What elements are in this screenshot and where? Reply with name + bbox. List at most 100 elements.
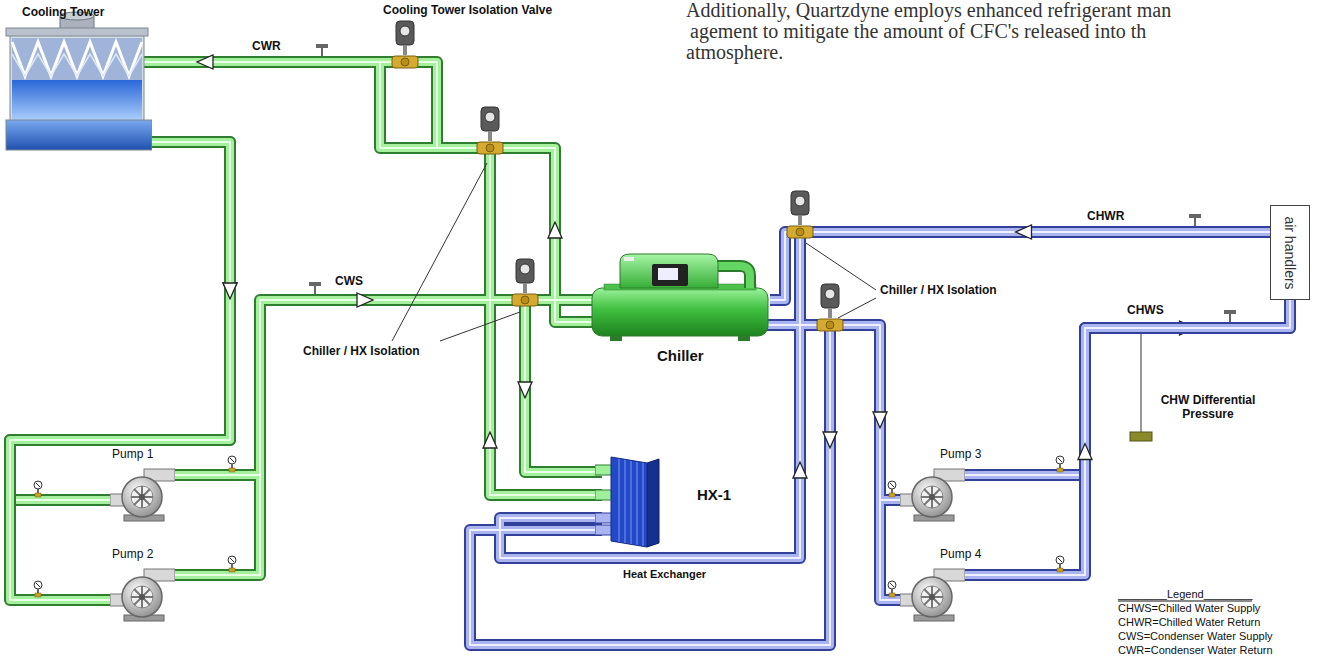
valve-label: Chiller / HX Isolation [880, 284, 997, 298]
air-handlers-box: air handlers [1270, 205, 1310, 300]
pipe-body [965, 300, 1290, 575]
heat-exchanger: HX-1Heat Exchanger [575, 450, 735, 590]
flow-arrows-part [518, 382, 532, 398]
chiller-symbol [592, 254, 768, 341]
hand-valves-part [1056, 556, 1064, 572]
flow-arrows-part [823, 432, 837, 448]
leader-lines-part [440, 312, 520, 341]
flow-arrow [1078, 444, 1092, 460]
pressure-sensor [1130, 432, 1152, 441]
paragraph-line: Additionally, Quartzdyne employs enhance… [686, 0, 1171, 21]
pipe-body [10, 142, 230, 500]
legend-entry: CWS=Condenser Water Supply [1118, 630, 1273, 642]
pump-picture [900, 463, 965, 523]
pipe-label: CWS [335, 275, 363, 289]
temperature-gauges-part [1224, 310, 1236, 322]
pipe-outline [10, 142, 230, 600]
pipe-highlight [10, 142, 230, 500]
pump: Pump 4 [900, 548, 965, 623]
pipe-outline [10, 142, 230, 500]
pump-picture [110, 563, 175, 623]
temperature-gauges [309, 44, 1236, 322]
pipe-outline [965, 300, 1290, 575]
heat-exchanger-symbol [595, 457, 659, 547]
pump-symbol [110, 569, 175, 621]
condenser-pipe-connector [10, 142, 237, 500]
pipe-outline [770, 232, 1270, 300]
chilled-pipe-connector [965, 300, 1290, 575]
flow-arrows-part [548, 222, 562, 238]
chilled-pipe [470, 232, 905, 645]
node-label: HX-1 [697, 486, 731, 503]
leader-lines-part [838, 298, 876, 318]
pump-symbol [900, 469, 965, 521]
pipe-label: CHWR [1087, 210, 1124, 224]
heat-exchanger-picture [595, 455, 665, 550]
pump-symbol [110, 469, 175, 521]
legend-entry: CHWR=Chilled Water Return [1118, 616, 1260, 628]
hand-valves-part [1056, 456, 1064, 472]
node-label: Pump 1 [112, 448, 153, 462]
valve-label: Cooling Tower Isolation Valve [383, 4, 552, 18]
legend-title: ________Legend________ [1118, 588, 1253, 600]
legend-entry: CWR=Condenser Water Return [1118, 644, 1273, 656]
isolation-valves-part [787, 191, 813, 238]
isolation-valves-part [817, 284, 843, 331]
chiller: Chiller [590, 248, 770, 366]
leader-lines-part [392, 163, 487, 341]
isolation-valves-part [477, 107, 503, 154]
pump-picture [900, 563, 965, 623]
node-label: Pump 3 [940, 448, 981, 462]
flow-arrows-part [793, 462, 807, 478]
node-label: air handlers [1282, 216, 1298, 289]
pump-symbol [900, 569, 965, 621]
temperature-gauges-part [309, 282, 321, 294]
paragraph-line: atmosphere. [686, 42, 783, 63]
flow-arrows-part [873, 412, 887, 428]
pipe-highlight [10, 142, 230, 600]
pipe-label: CHWS [1127, 304, 1164, 318]
flow-arrow [1016, 225, 1032, 239]
flow-arrows [197, 55, 887, 478]
node-label: Pump 2 [112, 548, 153, 562]
hand-valves-part [228, 556, 236, 572]
pipe-body [10, 142, 230, 600]
valve-label: Chiller / HX Isolation [303, 345, 420, 359]
sensor-label: CHW Differential Pressure [1148, 394, 1268, 422]
flow-arrows-part [197, 55, 213, 69]
legend-rule [1118, 601, 1252, 602]
node-label: Pump 4 [940, 548, 981, 562]
cooling-tower-symbol [6, 12, 152, 150]
leader-lines-part [1141, 334, 1142, 432]
isolation-valves-part [392, 21, 418, 68]
paragraph-line: agement to mitigate the amount of CFC's … [690, 21, 1146, 42]
chiller-picture [590, 248, 770, 343]
pipe-highlight [965, 300, 1290, 575]
flow-arrow [223, 283, 237, 299]
chilled-pipe-outline [470, 232, 905, 645]
pipe-body [770, 232, 1270, 300]
pump: Pump 1 [110, 448, 175, 523]
node-label: Heat Exchanger [623, 568, 706, 581]
hand-valves [34, 456, 1064, 597]
node-label: Cooling Tower [22, 6, 104, 20]
isolation-valves-part [512, 259, 538, 306]
flow-arrows-part [483, 432, 497, 448]
pipe-label: CWR [252, 40, 281, 54]
hand-valves-part [34, 581, 42, 597]
pump: Pump 2 [110, 548, 175, 623]
hand-valves-part [34, 481, 42, 497]
hand-valves-part [228, 456, 236, 472]
hand-valves-part [888, 481, 896, 497]
legend-rule-part [1118, 601, 1252, 602]
pump-picture [110, 463, 175, 523]
node-label: Chiller [657, 347, 704, 364]
legend-entry: CHWS=Chilled Water Supply [1118, 602, 1260, 614]
temperature-gauges-part [1189, 214, 1201, 226]
leader-lines-part [806, 243, 876, 290]
cooling-tower-picture [2, 2, 152, 162]
flow-arrows-part [357, 293, 373, 307]
condenser-pipe-connector [10, 142, 237, 600]
chilled-pipe-highlight [470, 232, 905, 645]
